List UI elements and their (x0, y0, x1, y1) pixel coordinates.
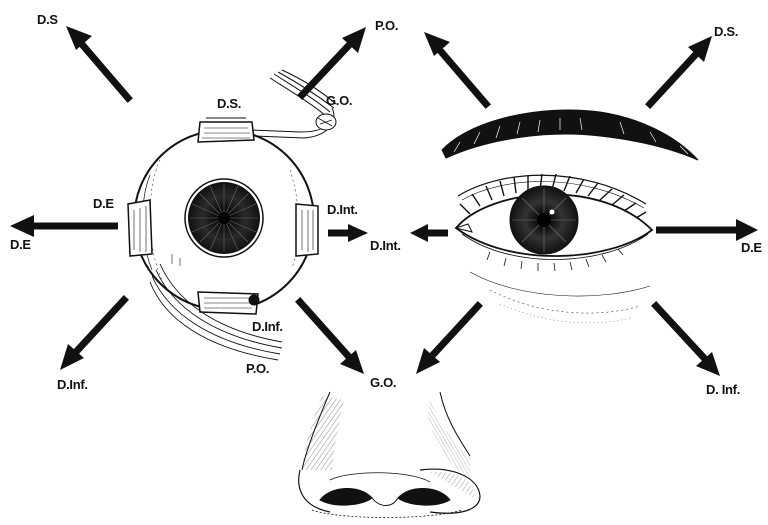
face-eye-figure (442, 110, 698, 323)
arrow-down-left-go (416, 306, 478, 374)
label-globe-ds: D.S. (217, 97, 241, 110)
lateral-rectus (128, 200, 152, 256)
label-globe-dint: D.Int. (327, 203, 358, 216)
label-mid-dint: D.Int. (370, 239, 401, 252)
right-nostril (398, 488, 450, 505)
left-nostril (320, 488, 372, 505)
label-globe-go: G.O. (326, 94, 352, 107)
arrow-down-left-dinf (60, 300, 124, 370)
label-globe-de: D.E (93, 197, 114, 210)
oblique-tendon (252, 70, 336, 138)
eyeball-figure (128, 70, 336, 360)
label-globe-dinf: D.Inf. (252, 320, 283, 333)
arrow-left-dint (410, 224, 448, 242)
eyebrow (442, 110, 698, 160)
label-globe-po: P.O. (246, 362, 269, 375)
arrow-up-right-ds (650, 36, 712, 104)
medial-rectus (296, 204, 318, 256)
arrows (10, 26, 758, 376)
inferior-rectus (198, 292, 259, 314)
label-bottom-left-dinf: D.Inf. (57, 378, 88, 391)
label-left-de-outer: D.E (10, 238, 31, 251)
nose-figure (299, 392, 480, 518)
superior-rectus (198, 118, 254, 142)
arrow-right-de (656, 219, 758, 241)
label-bottom-right-dinf: D. Inf. (706, 383, 740, 396)
arrow-down-right-go (300, 302, 364, 374)
label-right-de: D.E (741, 241, 762, 254)
arrow-right-dint (328, 224, 368, 242)
arrow-left-de (10, 215, 118, 237)
arrow-down-right-dinf (656, 306, 720, 376)
label-top-left-ds: D.S (37, 13, 58, 26)
arrow-up-left-po (424, 32, 486, 104)
arrow-up-left-ds (66, 26, 128, 98)
label-top-po: P.O. (375, 19, 398, 32)
label-bottom-go: G.O. (370, 376, 396, 389)
label-top-right-ds: D.S. (714, 25, 738, 38)
arrow-up-right-po (302, 27, 366, 95)
